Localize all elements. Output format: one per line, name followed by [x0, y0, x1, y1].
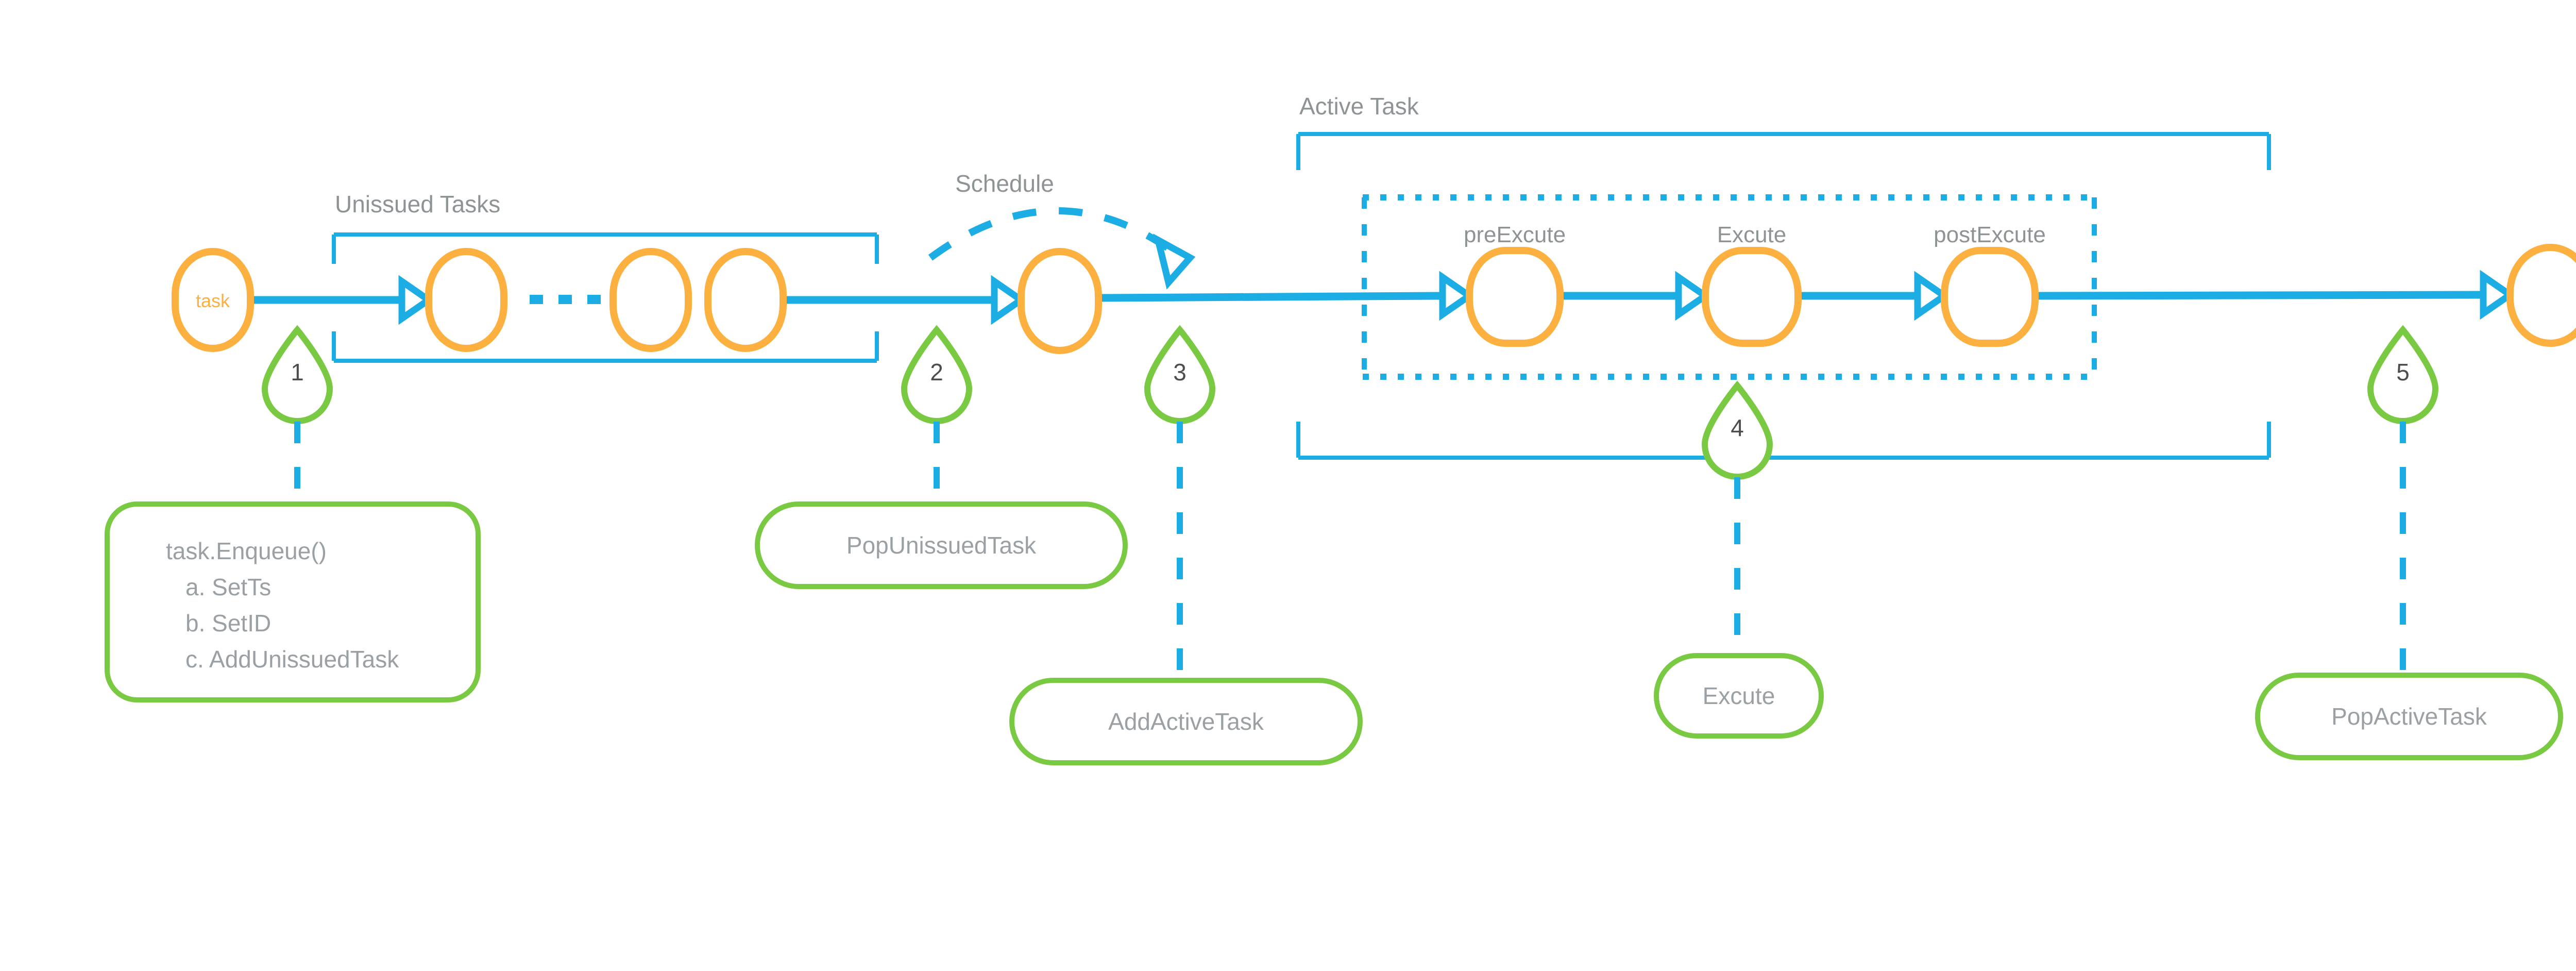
pin-2-number: 2	[930, 359, 943, 386]
pin-marker-4[interactable]: 4	[1701, 380, 1773, 480]
arrowhead-to-pre	[1439, 271, 1476, 321]
callout-4-label: Excute	[1703, 682, 1775, 709]
node-post-excute[interactable]	[1941, 247, 2039, 347]
ellipsis-dot-3	[587, 295, 601, 304]
active-task-bracket-top	[1296, 132, 2271, 170]
ellipsis-dot-2	[558, 295, 572, 304]
node-unissued-1[interactable]	[425, 248, 507, 352]
pin-2-shape	[901, 325, 973, 424]
flow-seg-sched-to-pre	[1098, 292, 1443, 302]
node-scheduled-task[interactable]	[1018, 248, 1102, 354]
pin-1-shape	[261, 325, 333, 424]
schedule-label: Schedule	[955, 170, 1054, 197]
active-task-group: Active Task	[1296, 93, 2271, 460]
schedule-arc-arrowhead	[1153, 233, 1196, 290]
pin-3-number: 3	[1173, 359, 1187, 386]
queue-ellipsis-dots	[530, 295, 601, 304]
node-task-shape	[172, 248, 254, 352]
callout-1-line-2: a. SetTs	[185, 574, 271, 600]
callout-1-line-4: c. AddUnissuedTask	[185, 646, 399, 673]
callout-2-shape	[755, 501, 1128, 589]
pin-5-shape	[2367, 325, 2439, 424]
node-unissued-2[interactable]	[609, 248, 692, 352]
task-nodes: task	[172, 244, 2576, 354]
callout-box-2[interactable]: PopUnissuedTask	[755, 501, 1128, 589]
callout-3-shape	[1009, 678, 1363, 765]
callout-box-4[interactable]: Excute	[1654, 653, 1824, 739]
callout-box-1[interactable]: task.Enqueue() a. SetTs b. SetID c. AddU…	[105, 501, 481, 702]
unissued-tasks-group: Unissued Tasks	[332, 191, 879, 363]
arrowhead-to-exc	[1675, 271, 1711, 321]
main-flow-line	[250, 291, 2484, 304]
callout-box-5[interactable]: PopActiveTask	[2255, 673, 2563, 760]
unissued-tasks-bracket-bottom	[332, 331, 879, 363]
callout-box-3[interactable]: AddActiveTask	[1009, 678, 1363, 765]
node-pre-excute[interactable]	[1466, 247, 1564, 347]
pre-excute-label: preExcute	[1464, 222, 1566, 247]
pin-marker-5[interactable]: 5	[2367, 325, 2439, 424]
callout-1-line-1: task.Enqueue()	[166, 538, 327, 564]
active-task-label: Active Task	[1299, 93, 1419, 120]
schedule-arc: Schedule	[928, 170, 1196, 290]
unissued-tasks-label: Unissued Tasks	[335, 191, 500, 217]
callout-2-label: PopUnissuedTask	[846, 532, 1037, 559]
pin-marker-3[interactable]: 3	[1144, 325, 1216, 424]
arrowhead-to-final	[2480, 270, 2516, 320]
node-task-label: task	[196, 290, 230, 311]
pin-4-shape	[1701, 380, 1773, 480]
arrowhead-to-post	[1914, 271, 1951, 321]
unissued-tasks-bracket-top	[332, 232, 879, 264]
arrowhead-to-q1	[398, 275, 435, 325]
callout-leader-lines	[294, 422, 2406, 684]
pin-1-number: 1	[291, 359, 304, 386]
execution-phase-box	[1362, 194, 2097, 380]
arrowhead-to-sched	[991, 275, 1027, 325]
pin-4-number: 4	[1731, 414, 1744, 441]
ellipsis-dot-1	[530, 295, 543, 304]
callout-1-line-3: b. SetID	[185, 610, 271, 637]
excute-label: Excute	[1717, 222, 1787, 247]
node-task[interactable]: task	[172, 248, 254, 352]
active-task-bracket-bottom	[1296, 422, 2271, 460]
pin-5-number: 5	[2396, 359, 2410, 386]
pin-marker-1[interactable]: 1	[261, 325, 333, 424]
execution-stage-labels: preExcute Excute postExcute	[1464, 222, 2046, 247]
callout-4-shape	[1654, 653, 1824, 739]
node-unissued-3[interactable]	[704, 248, 787, 352]
flow-arrowheads	[398, 270, 2516, 325]
pin-marker-2[interactable]: 2	[901, 325, 973, 424]
callout-5-label: PopActiveTask	[2331, 703, 2487, 730]
callout-5-shape	[2255, 673, 2563, 760]
callout-3-label: AddActiveTask	[1108, 708, 1264, 735]
node-excute[interactable]	[1702, 247, 1802, 347]
node-completed-task[interactable]	[2506, 244, 2576, 347]
post-excute-label: postExcute	[1934, 222, 2046, 247]
pin-markers: 1 2 3 4 5	[261, 325, 2439, 480]
flow-seg-post-to-final	[2035, 291, 2484, 300]
pin-3-shape	[1144, 325, 1216, 424]
callout-boxes: task.Enqueue() a. SetTs b. SetID c. AddU…	[105, 501, 2563, 765]
callout-1-shape	[105, 501, 481, 702]
